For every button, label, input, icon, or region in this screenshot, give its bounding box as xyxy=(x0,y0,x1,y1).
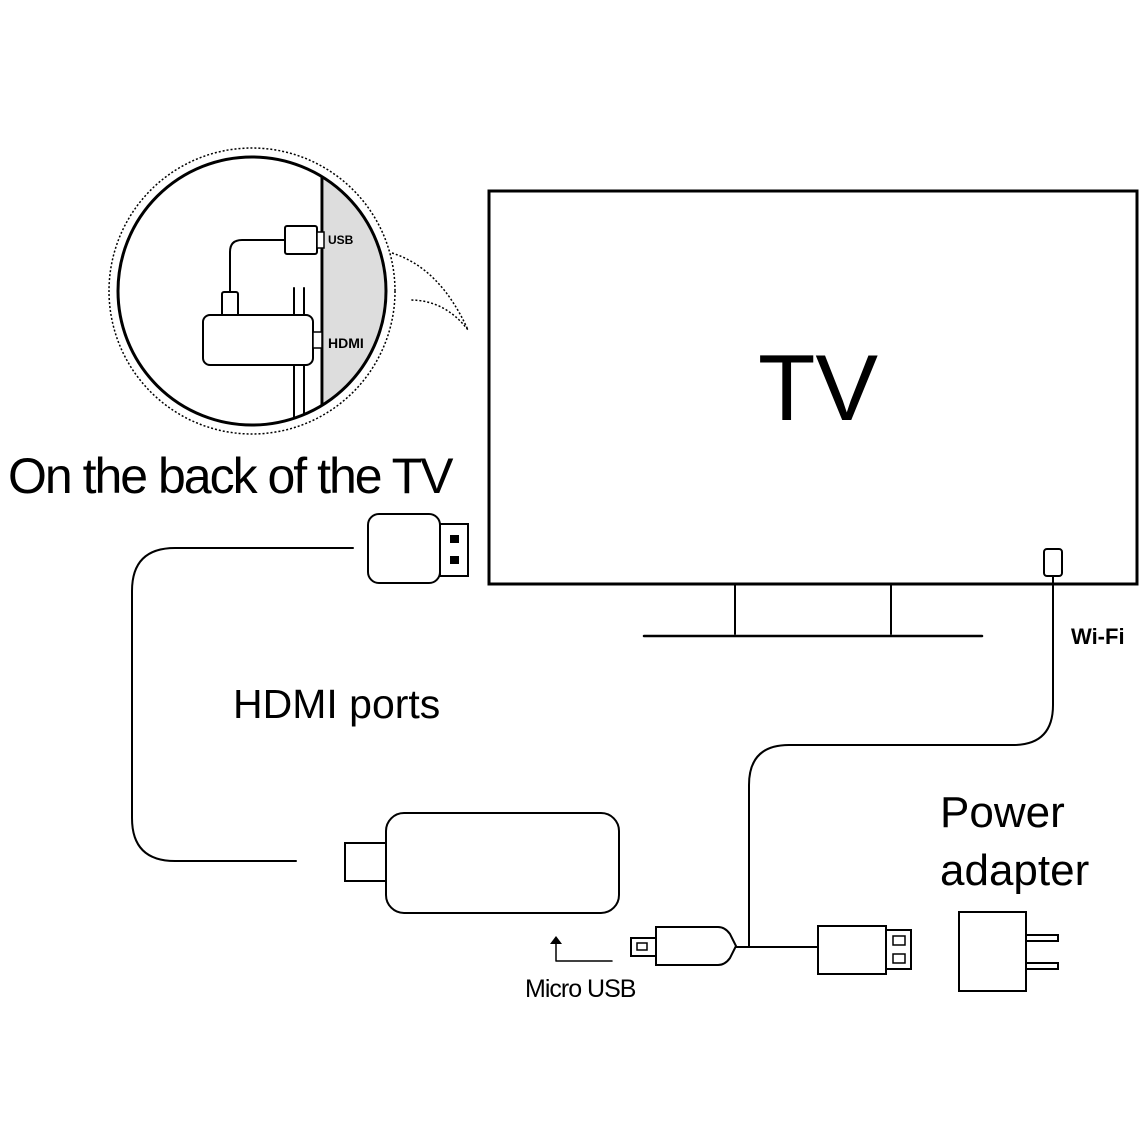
tv-usb-port xyxy=(1043,548,1063,577)
wifi-cable xyxy=(748,576,1054,948)
back-of-tv-zoom: USB HDMI xyxy=(108,147,469,435)
streaming-dongle xyxy=(344,812,620,914)
tv-screen xyxy=(487,189,1139,586)
hdmi-ports-label: HDMI ports xyxy=(233,681,440,727)
micro-usb-plug-body xyxy=(655,926,738,966)
power-adapter-body xyxy=(958,911,1027,992)
hdmi-plug-body xyxy=(367,513,441,584)
dongle-hdmi-connector xyxy=(344,842,389,882)
back-of-tv-caption: On the back of the TV xyxy=(8,448,454,504)
power-adapter xyxy=(958,911,1059,992)
power-adapter-label-line1: Power xyxy=(940,788,1065,837)
micro-usb-label: Micro USB xyxy=(525,975,636,1003)
power-adapter-label-line2: adapter xyxy=(940,846,1089,895)
zoom-inner-ring xyxy=(116,155,388,427)
wifi-label: Wi-Fi xyxy=(1071,624,1125,649)
hdmi-plug xyxy=(367,513,469,584)
zoom-usb-label: USB xyxy=(328,233,354,247)
dongle-body xyxy=(385,812,620,914)
zoom-micro-plug xyxy=(221,291,239,317)
tv-label: TV xyxy=(758,335,878,440)
zoom-hdmi-label: HDMI xyxy=(328,335,364,351)
hdmi-plug-head xyxy=(439,523,469,577)
zoom-usb-plug xyxy=(284,225,318,255)
power-adapter-prong-top xyxy=(1025,934,1059,942)
callout-tail xyxy=(391,252,469,331)
micro-usb-indicator xyxy=(550,936,613,962)
usb-cable xyxy=(630,576,1054,975)
power-adapter-prong-bottom xyxy=(1025,962,1059,970)
tv: TV xyxy=(487,189,1139,638)
zoom-cable xyxy=(229,239,287,301)
hdmi-cable xyxy=(131,547,354,862)
usb-a-plug-body xyxy=(817,925,887,975)
zoom-dongle xyxy=(202,314,314,366)
